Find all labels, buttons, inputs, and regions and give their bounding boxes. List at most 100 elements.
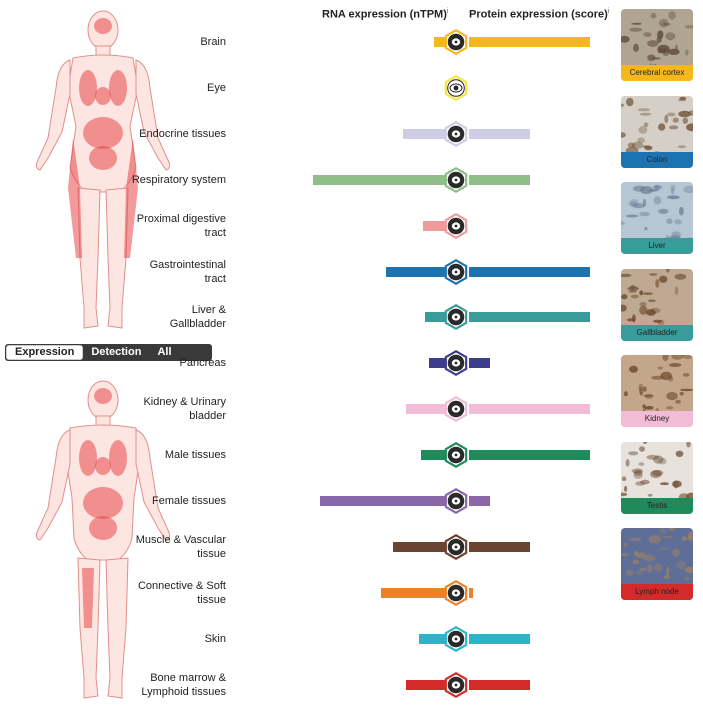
rna-bar[interactable]: [319, 496, 446, 506]
lymph-icon[interactable]: [442, 671, 470, 699]
protein-bar[interactable]: [469, 174, 530, 185]
organ-row[interactable]: Endocrine tissues: [0, 111, 610, 157]
stomach-icon[interactable]: [442, 258, 470, 286]
organ-label-line: Gastrointestinal: [149, 258, 226, 271]
rna-bar[interactable]: [386, 266, 446, 277]
toggle-expression[interactable]: Expression: [6, 345, 84, 360]
tissue-thumbnail[interactable]: Testis: [621, 441, 693, 514]
organ-label-line: Female tissues: [152, 495, 226, 507]
organ-label[interactable]: Endocrine tissues: [106, 127, 226, 141]
protein-bar[interactable]: [469, 128, 530, 139]
organ-label-line: Skin: [204, 632, 226, 645]
organ-label[interactable]: Bone marrow &Lymphoid tissues: [106, 671, 226, 699]
organ-label-line: Bone marrow &: [150, 671, 226, 684]
protein-bar[interactable]: [469, 404, 590, 415]
pancreas-icon[interactable]: [442, 349, 470, 377]
tissue-caption: Cerebral cortex: [621, 65, 693, 81]
rna-bar[interactable]: [434, 37, 446, 47]
kidney-icon[interactable]: [442, 395, 470, 423]
organ-row[interactable]: Eye: [0, 65, 610, 111]
organ-row[interactable]: Male tissues: [0, 432, 610, 478]
protein-bar[interactable]: [469, 37, 590, 47]
male-icon[interactable]: [442, 441, 470, 469]
protein-bar[interactable]: [469, 541, 530, 552]
organ-row[interactable]: Brain: [0, 19, 610, 65]
lungs-icon[interactable]: [442, 166, 470, 194]
organ-row[interactable]: Skin: [0, 616, 610, 662]
rna-bar[interactable]: [406, 404, 446, 415]
protein-bar[interactable]: [469, 266, 590, 277]
heart-icon[interactable]: [442, 533, 470, 561]
organ-label[interactable]: Pancreas: [106, 356, 226, 370]
rna-bar[interactable]: [428, 358, 446, 369]
female-icon[interactable]: [442, 487, 470, 515]
protein-bar[interactable]: [469, 312, 590, 323]
body-figure-male[interactable]: [18, 378, 188, 704]
organ-label[interactable]: Eye: [106, 81, 226, 95]
protein-bar[interactable]: [469, 633, 530, 644]
eye-icon[interactable]: [442, 74, 470, 102]
toggle-detection[interactable]: Detection: [91, 346, 142, 358]
tissue-caption: Liver: [621, 238, 693, 254]
rna-bar[interactable]: [403, 128, 446, 139]
tissue-thumbnail[interactable]: Gallbladder: [621, 268, 693, 341]
thyroid-icon[interactable]: [442, 120, 470, 148]
organ-label[interactable]: Female tissues: [106, 494, 226, 508]
organ-label-line: Gallbladder: [169, 318, 226, 331]
protein-bar[interactable]: [469, 358, 490, 369]
skin-icon[interactable]: [442, 625, 470, 653]
rna-bar[interactable]: [313, 174, 446, 185]
protein-bar[interactable]: [469, 679, 530, 690]
body-figure-female[interactable]: [18, 8, 188, 334]
organ-row[interactable]: Respiratory system: [0, 157, 610, 203]
organ-label-line: Brain: [200, 36, 226, 48]
rna-info-icon[interactable]: i: [446, 8, 449, 15]
rna-bar[interactable]: [406, 679, 446, 690]
organ-label-line: Kidney & Urinary: [143, 396, 226, 409]
tissue-caption: Colon: [621, 151, 693, 168]
organ-row[interactable]: Pancreas: [0, 340, 610, 386]
mouth-icon[interactable]: [442, 212, 470, 240]
tissue-thumbnail[interactable]: Kidney: [621, 355, 693, 427]
organ-label-line: tissue: [197, 593, 226, 606]
organ-label[interactable]: Male tissues: [106, 448, 226, 462]
protein-info-icon[interactable]: i: [607, 8, 610, 15]
protein-bar[interactable]: [469, 496, 490, 506]
organ-row[interactable]: Female tissues: [0, 478, 610, 524]
toggle-all-organs[interactable]: All organs: [157, 346, 195, 373]
organ-label-line: bladder: [189, 410, 226, 423]
rna-bar[interactable]: [380, 587, 446, 598]
rna-bar[interactable]: [424, 312, 446, 323]
organ-label[interactable]: Brain: [106, 35, 226, 49]
protein-bar[interactable]: [469, 587, 473, 598]
tissue-thumbnail[interactable]: Colon: [621, 95, 693, 168]
brain-icon[interactable]: [442, 28, 470, 56]
connective-icon[interactable]: [442, 579, 470, 607]
rna-bar[interactable]: [419, 633, 446, 644]
protein-bar[interactable]: [469, 450, 590, 461]
tissue-thumbnail[interactable]: Cerebral cortex: [621, 9, 693, 81]
rna-bar[interactable]: [420, 450, 446, 461]
rna-bar[interactable]: [423, 220, 446, 231]
liver-icon[interactable]: [442, 303, 470, 331]
tissue-thumbnail[interactable]: Liver: [621, 182, 693, 254]
organ-row[interactable]: Bone marrow &Lymphoid tissues: [0, 662, 610, 708]
organ-row[interactable]: Liver &Gallbladder: [0, 294, 610, 340]
rna-bar[interactable]: [392, 541, 446, 552]
organ-label[interactable]: Liver &Gallbladder: [106, 303, 226, 331]
tissue-caption: Lymph node: [621, 584, 693, 600]
organ-label-line: Endocrine tissues: [139, 127, 226, 140]
organ-label[interactable]: Respiratory system: [106, 173, 226, 187]
tissue-thumbnail[interactable]: Lymph node: [621, 528, 693, 600]
organ-label[interactable]: Skin: [106, 632, 226, 646]
